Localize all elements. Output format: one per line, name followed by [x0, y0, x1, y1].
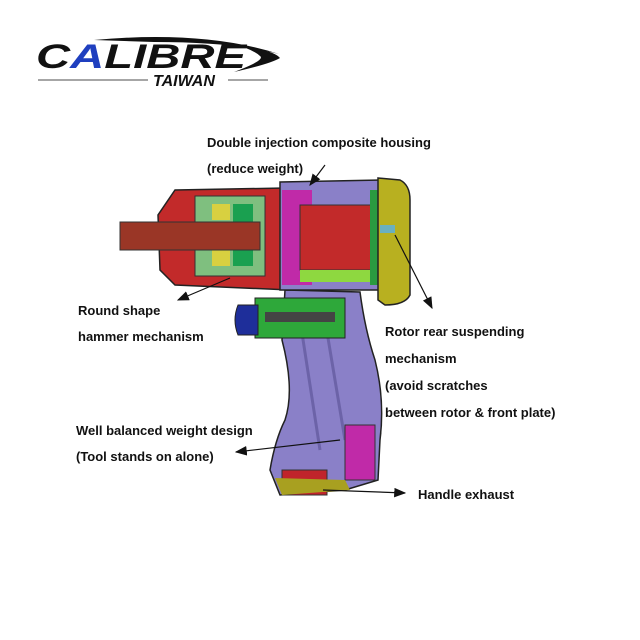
label-exhaust: Handle exhaust [418, 487, 515, 502]
label-rotor: Rotor rear suspending mechanism (avoid scr… [385, 318, 555, 426]
label-rotor-line-4: between rotor & front plate) [385, 405, 556, 420]
label-housing-line-1: Double injection composite housing [207, 135, 431, 150]
label-hammer-line-2: hammer mechanism [78, 329, 204, 344]
label-balance-line-1: Well balanced weight design [76, 423, 253, 438]
label-housing-line-2: (reduce weight) [207, 161, 304, 176]
svg-text:TAIWAN: TAIWAN [153, 73, 215, 90]
label-hammer-line-1: Round shape [78, 303, 161, 318]
label-housing: Double injection composite housing (reduc… [207, 135, 431, 177]
label-rotor-line-3: (avoid scratches [385, 378, 488, 393]
label-balance-line-2: (Tool stands on alone) [76, 449, 214, 464]
label-rotor-line-2: mechanism [385, 351, 457, 366]
label-hammer: Round shape hammer mechanism [78, 303, 204, 345]
label-balance: Well balanced weight design (Tool stands … [76, 423, 253, 465]
label-rotor-line-1: Rotor rear suspending [385, 324, 525, 339]
